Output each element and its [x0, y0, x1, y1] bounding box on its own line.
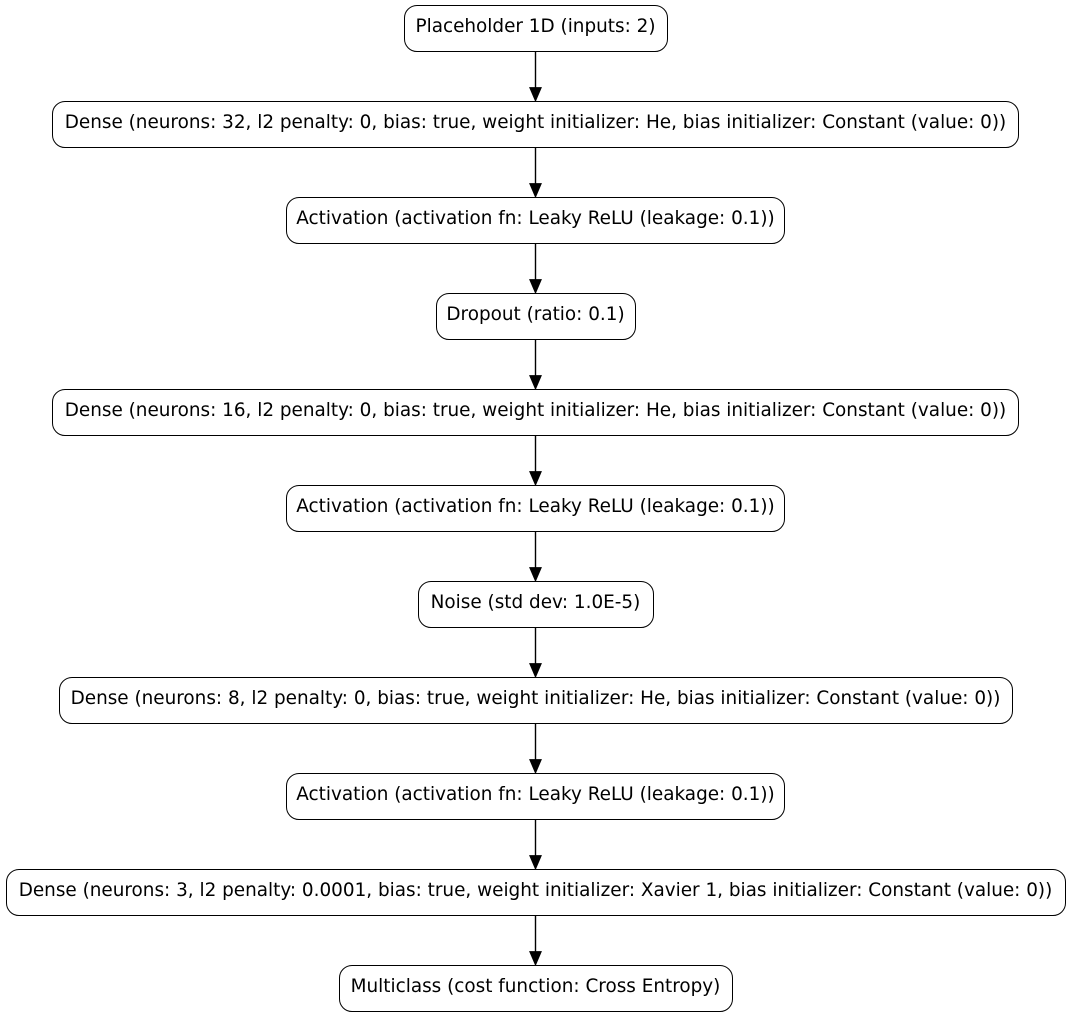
node-label: Dense (neurons: 3, l2 penalty: 0.0001, b…	[18, 879, 1053, 901]
node-label: Dense (neurons: 32, l2 penalty: 0, bias:…	[64, 111, 1007, 133]
edge-activation-1-to-dropout-1	[529, 244, 542, 295]
arrowhead-icon	[529, 183, 542, 199]
edge-activation-2-to-noise-1	[529, 532, 542, 583]
arrowhead-icon	[529, 855, 542, 871]
node-dense-1: Dense (neurons: 32, l2 penalty: 0, bias:…	[52, 100, 1019, 148]
node-activation-1: Activation (activation fn: Leaky ReLU (l…	[286, 196, 785, 244]
edge-dropout-1-to-dense-2	[529, 340, 542, 391]
node-label: Dropout (ratio: 0.1)	[446, 303, 625, 325]
edge-dense-3-to-activation-3	[529, 724, 542, 775]
arrowhead-icon	[529, 87, 542, 103]
node-dense-4: Dense (neurons: 3, l2 penalty: 0.0001, b…	[5, 868, 1066, 916]
edge-dense-1-to-activation-1	[529, 148, 542, 199]
node-label: Placeholder 1D (inputs: 2)	[415, 15, 656, 37]
node-noise-1: Noise (std dev: 1.0E-5)	[417, 580, 654, 628]
node-multiclass: Multiclass (cost function: Cross Entropy…	[338, 964, 733, 1012]
node-activation-3: Activation (activation fn: Leaky ReLU (l…	[286, 772, 785, 820]
edge-dense-2-to-activation-2	[529, 436, 542, 487]
arrowhead-icon	[529, 951, 542, 967]
node-label: Activation (activation fn: Leaky ReLU (l…	[296, 495, 775, 517]
node-label: Dense (neurons: 16, l2 penalty: 0, bias:…	[64, 399, 1007, 421]
node-label: Activation (activation fn: Leaky ReLU (l…	[296, 207, 775, 229]
edge-noise-1-to-dense-3	[529, 628, 542, 679]
node-label: Multiclass (cost function: Cross Entropy…	[350, 975, 721, 997]
arrowhead-icon	[529, 759, 542, 775]
edge-activation-3-to-dense-4	[529, 820, 542, 871]
node-label: Activation (activation fn: Leaky ReLU (l…	[296, 783, 775, 805]
arrowhead-icon	[529, 471, 542, 487]
node-placeholder-1d: Placeholder 1D (inputs: 2)	[403, 4, 668, 52]
arrowhead-icon	[529, 567, 542, 583]
arrowhead-icon	[529, 663, 542, 679]
node-label: Noise (std dev: 1.0E-5)	[430, 591, 641, 613]
node-dense-3: Dense (neurons: 8, l2 penalty: 0, bias: …	[58, 676, 1013, 724]
node-dense-2: Dense (neurons: 16, l2 penalty: 0, bias:…	[52, 388, 1019, 436]
edge-dense-4-to-multiclass	[529, 916, 542, 967]
node-activation-2: Activation (activation fn: Leaky ReLU (l…	[286, 484, 785, 532]
node-label: Dense (neurons: 8, l2 penalty: 0, bias: …	[70, 687, 1001, 709]
arrowhead-icon	[529, 279, 542, 295]
node-dropout-1: Dropout (ratio: 0.1)	[435, 292, 636, 340]
arrowhead-icon	[529, 375, 542, 391]
edge-placeholder-1d-to-dense-1	[529, 52, 542, 103]
